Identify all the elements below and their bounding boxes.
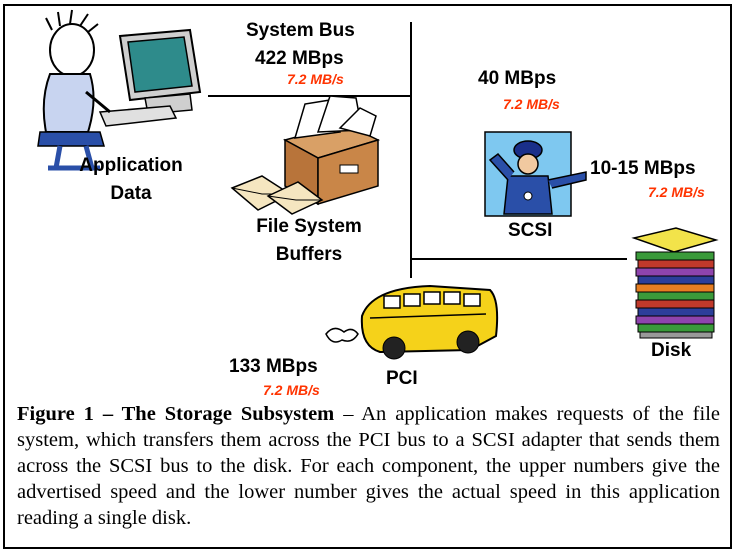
disk-actual-speed: 7.2 MB/s (648, 184, 705, 200)
application-label: Application Data (72, 155, 190, 205)
file-system-label-line1: File System (256, 216, 362, 237)
system-bus-speed: 422 MBps (255, 48, 344, 69)
caption-text: – An application makes requests of the f… (17, 403, 720, 529)
caption-title: Figure 1 – The Storage Subsystem (17, 403, 335, 425)
file-box-icon (282, 95, 381, 206)
person-at-computer-icon (37, 9, 202, 171)
pci-speed: 133 MBps (229, 356, 318, 377)
system-bus-label: System Bus (246, 20, 355, 41)
file-system-label: File System Buffers (238, 216, 380, 266)
application-label-line2: Data (110, 183, 152, 204)
bus-icon (325, 284, 499, 360)
police-officer-icon (484, 131, 587, 217)
disk-speed: 10-15 MBps (590, 158, 696, 179)
disk-stack-icon (631, 227, 719, 339)
scsi-label: SCSI (508, 220, 553, 241)
envelopes-icon (230, 175, 324, 215)
scsi-bus-speed: 40 MBps (478, 68, 557, 89)
figure-caption: Figure 1 – The Storage Subsystem – An ap… (17, 401, 720, 531)
file-system-label-line2: Buffers (275, 244, 343, 265)
pci-actual-speed: 7.2 MB/s (263, 382, 320, 398)
system-bus-actual-speed: 7.2 MB/s (287, 71, 344, 87)
disk-label: Disk (651, 340, 692, 361)
application-label-line1: Application (79, 155, 183, 176)
figure-frame (3, 4, 732, 549)
scsi-bus-actual-speed: 7.2 MB/s (503, 96, 560, 112)
pci-label: PCI (386, 368, 418, 389)
